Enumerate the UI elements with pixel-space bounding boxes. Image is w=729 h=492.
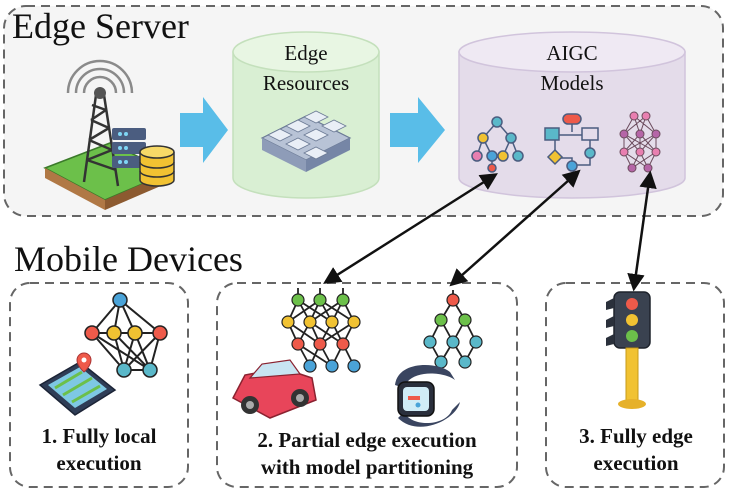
scenario-3-caption-line-2: execution bbox=[593, 451, 678, 475]
tree-model-icon bbox=[471, 116, 524, 173]
scenario-1-caption-line-2: execution bbox=[56, 451, 141, 475]
scenario-2-caption-line-1: 2. Partial edge execution bbox=[257, 428, 477, 452]
local-network-icon bbox=[91, 299, 161, 371]
mobile-devices-title: Mobile Devices bbox=[14, 239, 243, 279]
scenario-1-caption-line-1: 1. Fully local bbox=[42, 424, 157, 448]
server-stack-icon bbox=[112, 128, 146, 168]
scenario-2-caption-line-2: with model partitioning bbox=[261, 455, 474, 479]
flow-arrow-to-resources bbox=[180, 97, 228, 163]
link-arrow-dense-to-traffic-light bbox=[627, 170, 657, 292]
edge-server-title: Edge Server bbox=[12, 6, 189, 46]
scenario-3-caption-line-1: 3. Fully edge bbox=[579, 424, 693, 448]
edge-resources-label-1: Edge bbox=[284, 41, 327, 65]
edge-resources-cylinder: Edge Resources bbox=[232, 31, 380, 199]
aigc-models-label-2: Models bbox=[541, 71, 604, 95]
smartwatch-icon bbox=[395, 365, 460, 427]
link-arrow-flowchart-to-small-network bbox=[449, 169, 581, 287]
edge-resources-label-2: Resources bbox=[263, 71, 349, 95]
server-rack-icon bbox=[260, 110, 352, 172]
partitioned-network-nodes bbox=[281, 293, 361, 373]
aigc-models-label-1: AIGC bbox=[546, 41, 597, 65]
traffic-light-icon bbox=[606, 291, 651, 409]
local-network-nodes bbox=[84, 292, 168, 378]
flowchart-icon bbox=[544, 113, 599, 172]
scenario-2-panel bbox=[216, 282, 518, 488]
map-phone-icon bbox=[38, 352, 117, 416]
database-icon bbox=[139, 145, 175, 187]
dense-network-icon bbox=[619, 111, 661, 173]
flow-arrow-to-models bbox=[390, 97, 445, 163]
small-network-nodes bbox=[423, 293, 483, 369]
car-icon bbox=[231, 359, 317, 419]
